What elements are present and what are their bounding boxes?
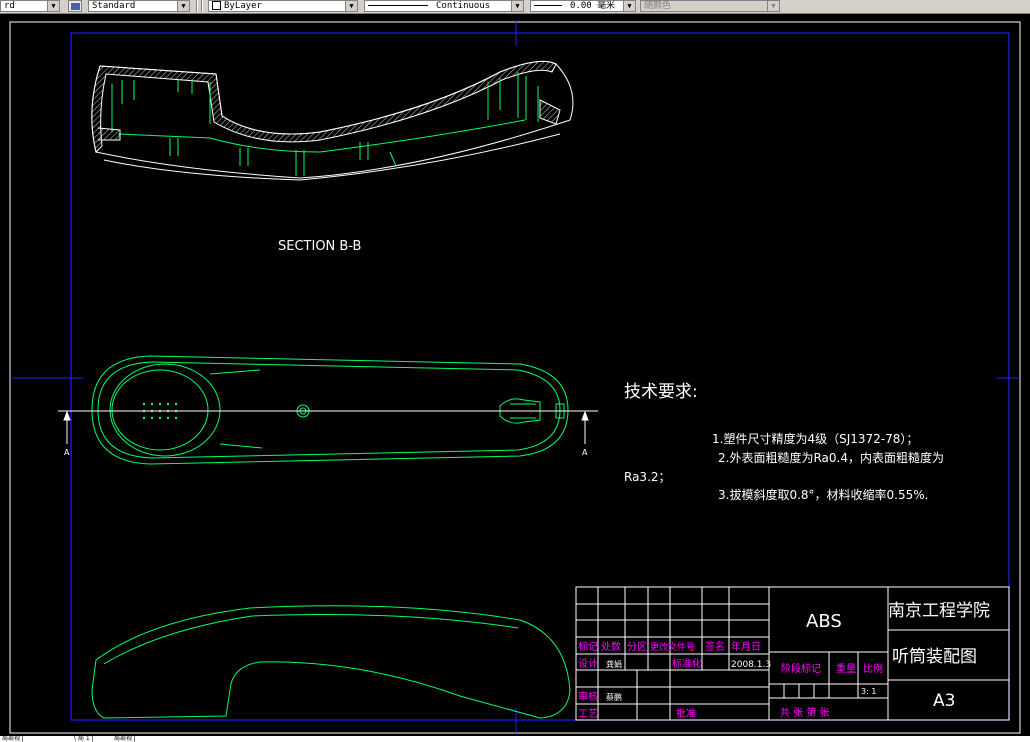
tech-req-2a: 2.外表面粗糙度为Ra0.4，内表面粗糙度为 xyxy=(718,450,944,465)
designer-name: 龚娟 xyxy=(606,659,622,669)
tech-title: 技术要求: xyxy=(624,382,698,402)
section-view xyxy=(91,60,574,181)
school-name: 南京工程学院 xyxy=(888,601,990,621)
tech-req-3: 3.拔模斜度取0.8°，材料收缩率0.55%. xyxy=(718,487,928,502)
text-style-combo[interactable]: rd ▼ xyxy=(0,0,60,12)
text-style-value: rd xyxy=(4,1,15,11)
sheets-label: 共 张 第 张 xyxy=(780,706,830,719)
drawing-canvas[interactable]: SECTION B-B A A 技术要求: 1.塑件尺寸精度为4级（SJ xyxy=(0,13,1030,736)
date-value: 2008.1.3 xyxy=(731,660,771,670)
chevron-down-icon[interactable]: ▼ xyxy=(623,1,635,11)
layout-tabs: 局部视 \ 局 1 局部视 xyxy=(0,736,1030,742)
header-count: 处数 xyxy=(601,640,621,653)
header-zone: 分区 xyxy=(627,641,647,653)
properties-toolbar: rd ▼ Standard ▼ ByLayer ▼ Continuous ▼ 0… xyxy=(0,0,1030,14)
standardization-label: 标准化 xyxy=(672,657,702,670)
section-label: SECTION B-B xyxy=(278,239,361,254)
paper-outline xyxy=(9,21,1021,734)
plotstyle-value: 随颜色 xyxy=(644,1,672,11)
top-view xyxy=(91,355,569,465)
drawing-border xyxy=(70,32,1010,721)
material-label: ABS xyxy=(806,611,842,632)
side-view xyxy=(91,605,571,719)
plotstyle-combo[interactable]: 随颜色 ▼ xyxy=(640,0,780,12)
color-value: ByLayer xyxy=(224,1,262,11)
cut-label-left: A xyxy=(64,448,70,457)
approve-label: 批准 xyxy=(676,707,696,720)
layout-tab[interactable]: 局部视 xyxy=(112,736,136,742)
lineweight-sample xyxy=(534,5,562,6)
color-combo[interactable]: ByLayer ▼ xyxy=(208,0,358,12)
process-label: 工艺 xyxy=(578,708,598,720)
tech-req-1: 1.塑件尺寸精度为4级（SJ1372-78）； xyxy=(712,431,918,446)
title-block-text: ABS 南京工程学院 听筒装配图 A3 标记 处数 分区 更改文件号 签名 年月… xyxy=(578,601,990,720)
toolbar-separator xyxy=(196,0,198,12)
design-label: 设计 xyxy=(578,657,598,670)
centering-marks xyxy=(12,20,1020,733)
header-change-doc: 更改文件号 xyxy=(650,641,695,653)
tech-requirements: 技术要求: 1.塑件尺寸精度为4级（SJ1372-78）； 2.外表面粗糙度为R… xyxy=(624,382,944,502)
scale-label: 比例 xyxy=(863,662,883,675)
header-date: 年月日 xyxy=(731,640,761,653)
stage-mark-label: 阶段标记 xyxy=(781,662,821,675)
dim-style-icon[interactable] xyxy=(68,0,82,12)
color-swatch-icon xyxy=(212,1,221,10)
scale-value: 3: 1 xyxy=(861,687,876,696)
chevron-down-icon[interactable]: ▼ xyxy=(511,1,523,11)
chevron-down-icon[interactable]: ▼ xyxy=(767,1,779,11)
drawing-name: 听筒装配图 xyxy=(892,647,977,667)
chevron-down-icon[interactable]: ▼ xyxy=(47,1,59,11)
lineweight-combo[interactable]: 0.00 毫米 ▼ xyxy=(530,0,636,12)
reviewer-name: 蔡鹏 xyxy=(606,692,622,702)
chevron-down-icon[interactable]: ▼ xyxy=(177,1,189,11)
lineweight-value: 0.00 毫米 xyxy=(570,1,616,11)
chevron-down-icon[interactable]: ▼ xyxy=(345,1,357,11)
toolbar-separator xyxy=(201,0,203,12)
linetype-sample xyxy=(368,5,428,6)
cut-label-right: A xyxy=(582,448,588,457)
layout-tab[interactable]: 局部视 xyxy=(0,736,24,742)
tech-req-2b: Ra3.2； xyxy=(624,470,671,484)
title-block xyxy=(575,586,1010,721)
header-mark: 标记 xyxy=(578,641,598,653)
review-label: 审核 xyxy=(578,690,598,703)
section-cut-line xyxy=(58,410,598,444)
sheet-size: A3 xyxy=(933,691,955,711)
header-sign: 签名 xyxy=(705,640,725,653)
linetype-combo[interactable]: Continuous ▼ xyxy=(364,0,524,12)
dim-style-combo[interactable]: Standard ▼ xyxy=(88,0,190,12)
dim-style-value: Standard xyxy=(92,1,136,11)
linetype-value: Continuous xyxy=(436,1,491,11)
weight-label: 重量 xyxy=(836,662,856,675)
layout-tab[interactable]: \ 局 1 xyxy=(72,736,93,742)
